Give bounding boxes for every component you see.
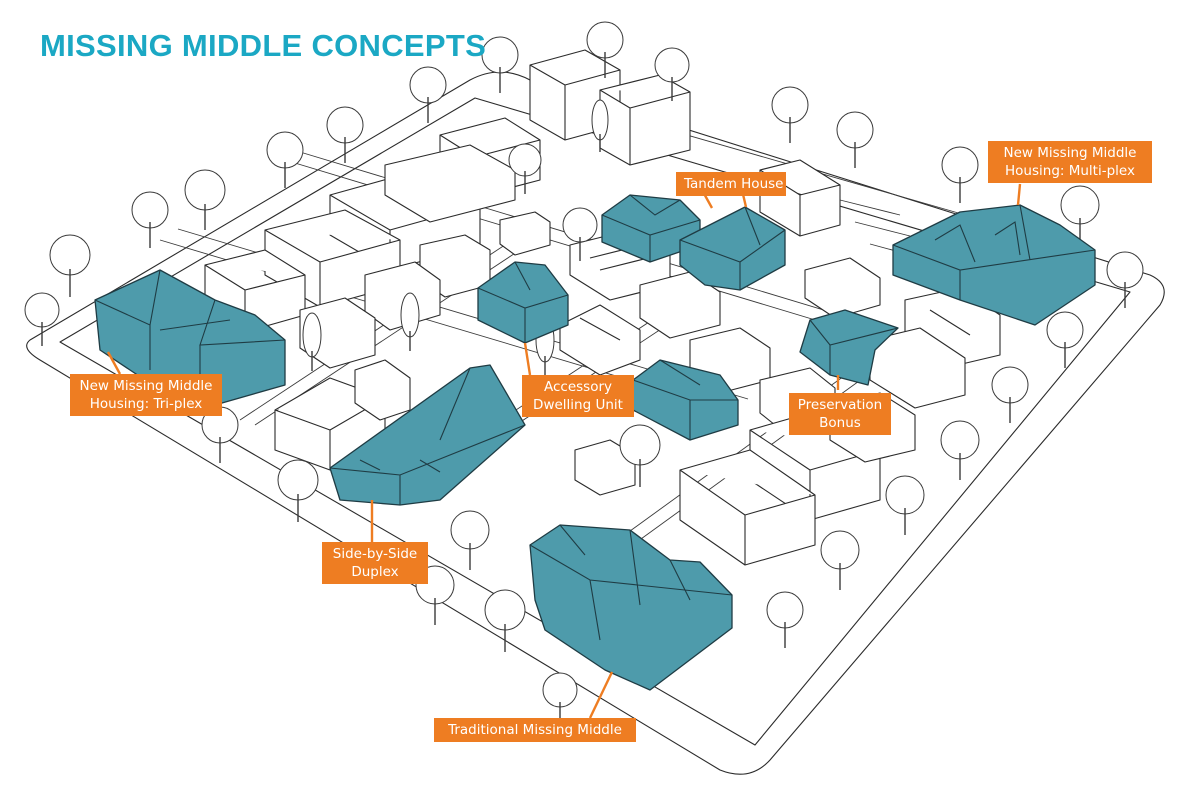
- adu-mass: [477, 261, 569, 344]
- tandem-rear-mass: [679, 206, 786, 291]
- small-center-mass: [632, 359, 739, 441]
- preservation-mass: [799, 309, 899, 386]
- label-triplex-line2: Housing: Tri-plex: [89, 396, 203, 412]
- label-adu-line2: Dwelling Unit: [533, 397, 623, 413]
- page-title: MISSING MIDDLE CONCEPTS: [40, 28, 487, 63]
- leader-multiplex: [1016, 183, 1022, 206]
- label-traditional: Traditional Missing Middle: [434, 718, 636, 742]
- label-triplex: New Missing Middle Housing: Tri-plex: [70, 374, 222, 416]
- existing-buildings: [204, 49, 1001, 566]
- building-preservation: [799, 309, 899, 386]
- label-duplex-line2: Duplex: [351, 564, 399, 580]
- label-traditional-line1: Traditional Missing Middle: [448, 722, 622, 738]
- building-adu: [477, 261, 569, 344]
- label-adu-line1: Accessory: [543, 379, 612, 395]
- label-preservation-line1: Preservation: [797, 397, 883, 413]
- building-traditional: [529, 524, 733, 691]
- building-multiplex: [892, 204, 1096, 326]
- duplex-mass: [329, 364, 526, 506]
- label-multiplex-line1: New Missing Middle: [1003, 145, 1137, 161]
- leader-traditional: [588, 671, 614, 719]
- building-small-center: [632, 359, 739, 441]
- label-adu: Accessory Dwelling Unit: [522, 375, 634, 417]
- label-multiplex: New Missing Middle Housing: Multi-plex: [988, 141, 1152, 183]
- building-triplex: [94, 269, 286, 406]
- triplex-mass: [94, 269, 286, 406]
- label-duplex: Side-by-Side Duplex: [322, 542, 428, 584]
- traditional-mass: [529, 524, 733, 691]
- leader-adu: [523, 342, 532, 376]
- label-preservation-line2: Bonus: [819, 415, 861, 431]
- leader-triplex: [106, 351, 122, 375]
- highlight-buildings: [94, 194, 1096, 691]
- building-tandem-rear: [679, 206, 786, 291]
- street-trees: [24, 21, 1144, 726]
- label-duplex-line1: Side-by-Side: [332, 546, 418, 562]
- building-duplex: [329, 364, 526, 506]
- label-multiplex-line2: Housing: Multi-plex: [1005, 163, 1135, 179]
- label-preservation: Preservation Bonus: [789, 393, 891, 435]
- leader-lines: [106, 183, 1022, 719]
- label-tandem-line1: Tandem House: [684, 176, 784, 192]
- label-triplex-line1: New Missing Middle: [79, 378, 213, 394]
- label-tandem: Tandem House: [676, 172, 786, 196]
